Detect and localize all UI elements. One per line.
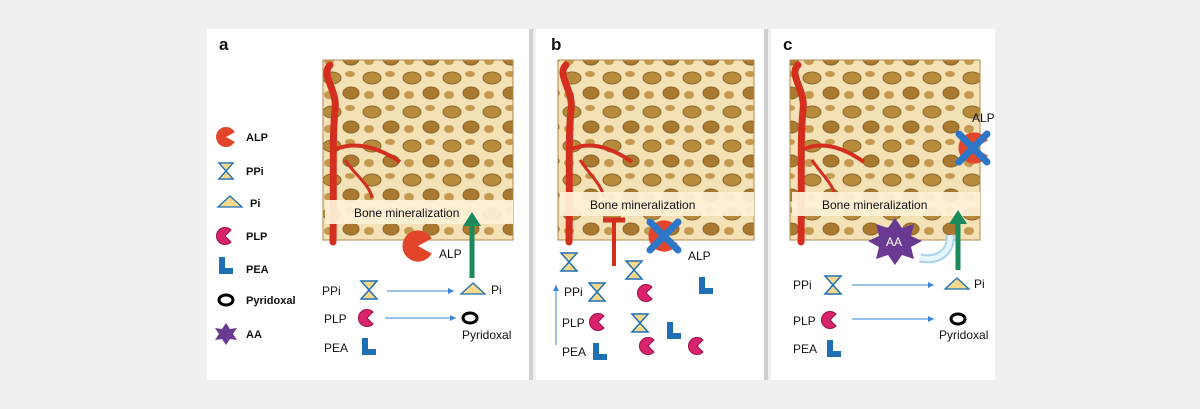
blood-vessel xyxy=(323,61,339,246)
reaction-pyridoxal-label: Pyridoxal xyxy=(939,328,988,342)
plp-label: PLP xyxy=(562,316,585,330)
bone-label-band xyxy=(560,192,754,216)
reaction-plp-label: PLP xyxy=(324,312,347,326)
panel-b-letter: b xyxy=(551,35,561,54)
bone-mineralization-label: Bone mineralization xyxy=(590,198,695,212)
legend-label-pea: PEA xyxy=(246,264,269,276)
legend-item-plp: PLP xyxy=(215,227,267,245)
bone-label-band xyxy=(325,200,513,224)
alp-label: ALP xyxy=(439,247,462,261)
legend-item-pyridoxal: Pyridoxal xyxy=(217,293,296,307)
legend-item-pi: Pi xyxy=(217,195,260,210)
panel-divider xyxy=(529,29,533,380)
legend-label-alp: ALP xyxy=(246,132,268,144)
reaction-ppi-label: PPi xyxy=(793,278,812,292)
alp-label: ALP xyxy=(688,249,711,263)
pea-label: PEA xyxy=(793,342,817,356)
legend-label-pyridoxal: Pyridoxal xyxy=(246,295,296,307)
bone-mineralization-label: Bone mineralization xyxy=(822,198,927,212)
bone-mineralization-label: Bone mineralization xyxy=(354,206,459,220)
reaction-plp-label: PLP xyxy=(793,314,816,328)
blood-vessel-branch xyxy=(333,143,402,164)
reaction-pi-label: Pi xyxy=(974,277,985,291)
alp-inactive-x-icon xyxy=(646,218,682,254)
panel-divider xyxy=(764,29,768,380)
alp-inactive-x-icon xyxy=(955,130,991,166)
bone-label-band xyxy=(792,192,980,216)
legend-item-alp: ALP xyxy=(216,127,268,147)
panel-a: a ALP PPi Pi PLP PEA xyxy=(207,29,529,380)
legend-item-aa: AA xyxy=(215,323,262,345)
legend: ALP PPi Pi PLP PEA Pyridoxal xyxy=(215,127,296,345)
ppi-label: PPi xyxy=(564,285,583,299)
aa-label: AA xyxy=(886,235,902,249)
reaction-ppi-label: PPi xyxy=(322,284,341,298)
pea-label: PEA xyxy=(324,341,348,355)
legend-label-plp: PLP xyxy=(246,231,267,243)
pea-label: PEA xyxy=(562,345,586,359)
panel-b: b Bone mineralization ALP PPi PLP xyxy=(536,29,764,380)
alp-label: ALP xyxy=(972,111,995,125)
legend-label-aa: AA xyxy=(246,329,262,341)
aa-star-icon xyxy=(868,218,922,265)
legend-item-ppi: PPi xyxy=(218,162,264,180)
panel-c-letter: c xyxy=(783,35,792,54)
panel-a-letter: a xyxy=(219,35,229,54)
reaction-pyridoxal-label: Pyridoxal xyxy=(462,328,511,342)
reaction-pi-label: Pi xyxy=(491,283,502,297)
panel-c: c Bone mineralization ALP AA PPi Pi PLP xyxy=(771,29,995,380)
legend-item-pea: PEA xyxy=(219,257,269,276)
legend-label-ppi: PPi xyxy=(246,166,264,178)
legend-label-pi: Pi xyxy=(250,198,260,210)
